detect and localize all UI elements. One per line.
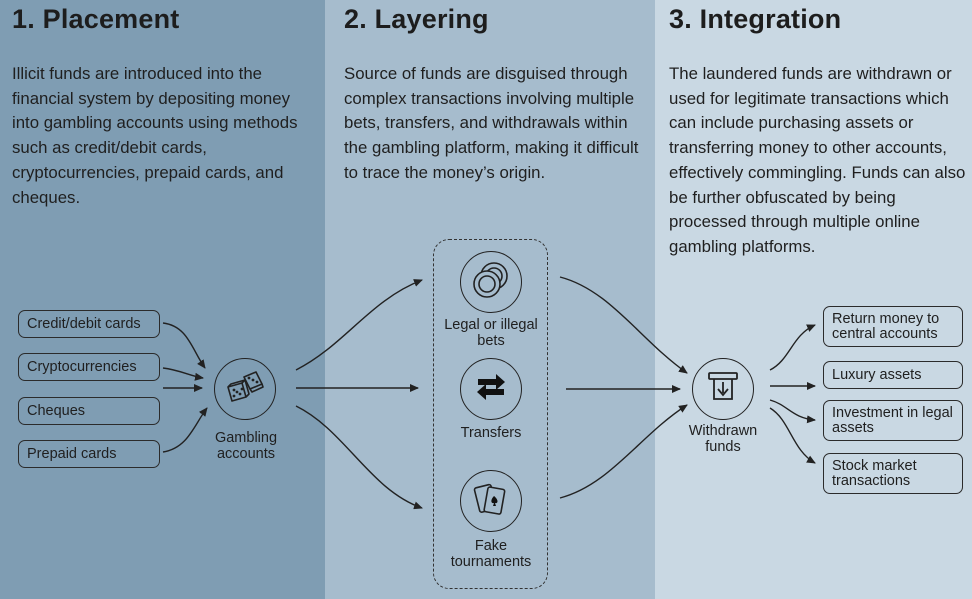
- bets-label: Legal or illegal bets: [444, 317, 538, 349]
- tournaments-node: [460, 470, 522, 532]
- layering-description: Source of funds are disguised through co…: [344, 64, 639, 182]
- tournaments-label: Fake tournaments: [450, 538, 532, 570]
- arrow-bets-to-withdrawn: [559, 276, 688, 374]
- gambling-accounts-node: [214, 358, 276, 420]
- placement-description: Illicit funds are introduced into the fi…: [12, 64, 298, 207]
- atm-withdraw-icon: [706, 369, 740, 410]
- arrow-prepaid-to-gambling: [162, 407, 208, 453]
- gambling-accounts-label: Gambling accounts: [214, 430, 278, 462]
- use-return-money: Return money to central accounts: [823, 306, 963, 347]
- source-cheques: Cheques: [18, 397, 160, 425]
- placement-panel: 1. Placement Illicit funds are introduce…: [0, 0, 325, 599]
- integration-title: 3. Integration: [669, 4, 842, 34]
- arrow-tournaments-to-withdrawn: [559, 404, 688, 499]
- poker-chips-icon: [470, 259, 512, 306]
- withdrawn-funds-node: [692, 358, 754, 420]
- source-cryptocurrencies: Cryptocurrencies: [18, 353, 160, 381]
- integration-description: The laundered funds are withdrawn or use…: [669, 64, 966, 256]
- source-credit-debit-cards: Credit/debit cards: [18, 310, 160, 338]
- bets-node: [460, 251, 522, 313]
- playing-cards-icon: [473, 479, 509, 524]
- arrow-withdrawn-to-stock: [769, 407, 816, 464]
- arrow-credit-to-gambling: [162, 322, 206, 369]
- source-prepaid-cards: Prepaid cards: [18, 440, 160, 468]
- transfers-node: [460, 358, 522, 420]
- transfer-arrows-icon: [474, 371, 508, 408]
- layering-title: 2. Layering: [344, 4, 489, 34]
- arrow-gambling-to-bets: [295, 279, 423, 371]
- integration-panel: 3. Integration The laundered funds are w…: [655, 0, 972, 599]
- transfers-label: Transfers: [460, 425, 522, 441]
- arrow-crypto-to-gambling: [162, 367, 204, 381]
- arrow-gambling-to-tournaments: [295, 405, 423, 510]
- layering-group: [433, 239, 548, 589]
- use-stock-market: Stock market transactions: [823, 453, 963, 494]
- arrow-withdrawn-to-investment: [769, 399, 816, 424]
- placement-title: 1. Placement: [12, 4, 180, 34]
- use-investment: Investment in legal assets: [823, 400, 963, 441]
- withdrawn-funds-label: Withdrawn funds: [688, 423, 758, 455]
- arrow-withdrawn-to-return: [769, 324, 816, 371]
- use-luxury-assets: Luxury assets: [823, 361, 963, 389]
- dice-icon: [225, 369, 265, 410]
